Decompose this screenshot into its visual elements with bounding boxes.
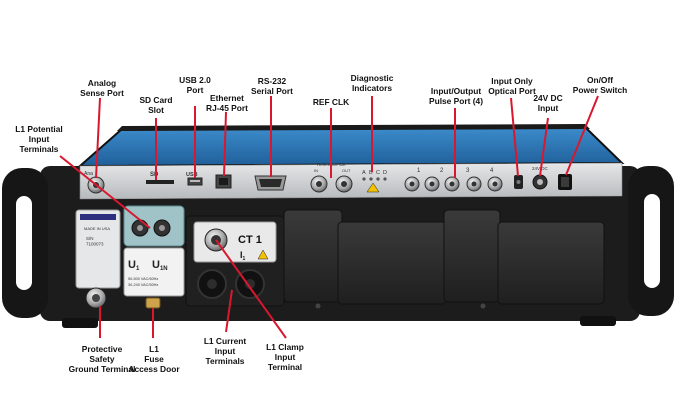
pulse-num-3: 3 [466,168,470,174]
pointer-optical [510,97,519,177]
usb-silk: USB [186,172,198,178]
callout-power-switch: On/Off Power Switch [572,75,628,95]
svg-text:U1N: U1N [152,259,168,272]
label-plate [75,209,121,289]
callout-sd-card: SD Card Slot [139,95,173,115]
pulse-num-1: 1 [417,168,421,174]
made-in-text: MADE IN USA [84,226,110,231]
sd-silk: SD [150,172,159,178]
diag-letter-c: C [376,170,380,176]
u1-label: U [128,259,136,271]
i-sub: 1 [243,256,246,262]
pointer-potential [59,155,151,229]
foot-left [62,318,98,328]
diag-led-a [362,177,366,181]
pointer-analog [95,97,101,179]
callout-rs232: RS-232 Serial Port [251,76,293,96]
u1-sub: 1 [136,266,140,272]
diag-led-b [369,177,373,181]
callout-ref-clk: REF CLK [312,97,350,107]
pointer-lines [59,95,599,339]
ct-warning-icon [257,249,269,260]
diag-letter-a: A [362,170,366,176]
svg-text:U1: U1 [128,259,140,272]
screw-1 [315,303,321,309]
callout-optical: Input Only Optical Port [488,76,536,96]
callout-usb: USB 2.0 Port [179,75,211,95]
callout-fuse: L1 Fuse Access Door [128,344,180,374]
callout-dc24: 24V DC Input [533,93,563,113]
diag-letter-b: B [369,170,373,176]
fuse-access-door[interactable] [145,297,161,309]
ref-out-silk: OUT [342,168,351,173]
pointer-dc [539,117,549,177]
current-module: CT 1 I1 [185,215,285,307]
ref-in-silk: IN [314,168,318,173]
callout-l1-current: L1 Current Input Terminals [203,336,247,366]
foot-right [580,316,616,326]
svg-text:I1: I1 [240,250,246,262]
potential-module: U1 U1N 50-500 VAC/60Hz 30-240 VAC/50Hz [123,205,185,309]
callout-ethernet: Ethernet RJ-45 Port [206,93,248,113]
cover-2 [337,221,447,305]
callout-io-pulse: Input/Output Pulse Port (4) [429,86,483,106]
pointer-ethernet [223,111,227,177]
analog-port-silk: Ana [84,171,93,177]
potential-label-plate [123,247,185,297]
diag-led-c [376,177,380,181]
pointer-clamp [215,239,287,339]
cover-4 [497,221,605,305]
pulse-num-4: 4 [490,168,494,174]
u-spec-1: 50-500 VAC/60Hz [128,277,158,281]
left-handle-slot [16,196,32,290]
sd-card-slot[interactable] [146,180,174,184]
callout-ground: Protective Safety Ground Terminal [68,344,136,374]
top-cover [77,125,625,168]
callout-diagnostic: Diagnostic Indicators [350,73,394,93]
top-cover-frame [117,124,590,131]
callout-l1-clamp: L1 Clamp Input Terminal [266,342,304,372]
cover-1 [283,209,343,303]
u1n-label: U [152,259,160,271]
diagnostic-indicators: A B C D [362,170,387,193]
pulse-num-2: 2 [440,168,444,174]
cover-3 [443,209,501,303]
screw-2 [480,303,486,309]
diag-letter-d: D [383,170,387,176]
u-spec-2: 30-240 VAC/50Hz [128,283,158,287]
pointer-current [225,289,233,333]
callout-l1-potential: L1 Potential Input Terminals [15,124,63,154]
u1n-sub: 1N [160,266,168,272]
terminal-covers [283,209,605,309]
ct-label: CT 1 [238,234,262,246]
diag-led-d [383,177,387,181]
right-handle-slot [644,194,660,288]
i-label: I [240,250,243,260]
callout-analog-sense: Analog Sense Port [80,78,124,98]
pointer-power [565,95,599,176]
ports: A B C D 1 2 3 4 [87,168,572,194]
warning-triangle-icon [366,182,380,193]
